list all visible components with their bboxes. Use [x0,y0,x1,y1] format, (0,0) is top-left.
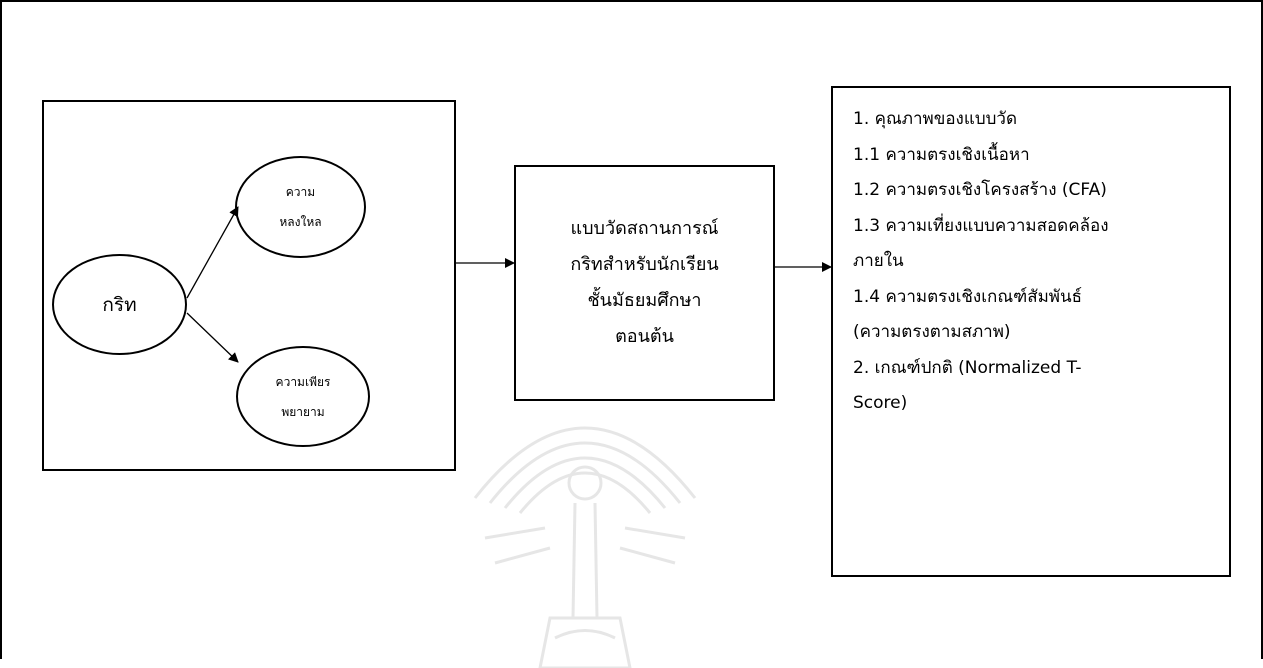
university-seal-watermark [473,426,697,668]
results-line-3: 1.2 ความตรงเชิงโครงสร้าง (CFA) [853,180,1107,200]
grit-node-label: กริท [102,293,137,316]
passion-node-line-1: ความ [285,185,316,199]
situational-test-line-3: ชั้นมัธยมศึกษา [587,290,702,311]
results-box: 1. คุณภาพของแบบวัด 1.1 ความตรงเชิงเนื้อห… [831,86,1231,577]
results-line-2: 1.1 ความตรงเชิงเนื้อหา [853,144,1030,165]
results-line-6: 1.4 ความตรงเชิงเกณฑ์สัมพันธ์ [853,286,1083,307]
situational-test-box: แบบวัดสถานการณ์ กริทสำหรับนักเรียน ชั้นม… [514,165,775,401]
situational-test-line-4: ตอนต้น [615,326,674,347]
results-line-8: 2. เกณฑ์ปกติ (Normalized T- [853,357,1082,378]
perseverance-node-line-2: พยายาม [281,404,325,419]
grit-node: กริท [52,254,187,355]
results-line-7: (ความตรงตามสภาพ) [853,322,1011,342]
perseverance-node-line-1: ความเพียร [275,374,331,389]
results-line-9: Score) [853,393,908,413]
grit-components-box [42,100,456,471]
passion-node-line-2: หลงใหล [279,215,322,229]
passion-node: ความ หลงใหล [235,156,366,258]
situational-test-line-2: กริทสำหรับนักเรียน [570,254,719,275]
perseverance-node: ความเพียร พยายาม [236,346,370,447]
results-line-1: 1. คุณภาพของแบบวัด [853,109,1017,129]
situational-test-line-1: แบบวัดสถานการณ์ [570,218,719,239]
results-line-4: 1.3 ความเที่ยงแบบความสอดคล้อง [853,215,1109,236]
results-line-5: ภายใน [853,251,904,271]
